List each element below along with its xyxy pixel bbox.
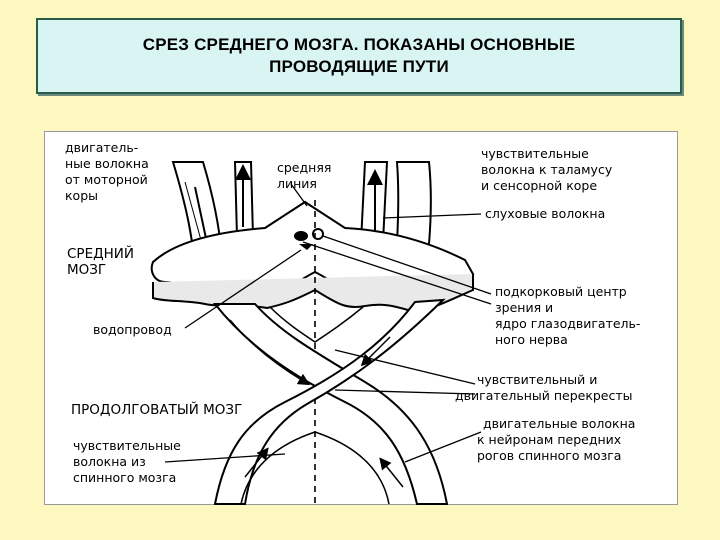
label-decussations: чувствительный и двигательный перекресты [455, 372, 633, 403]
midbrain-diagram: двигатель- ные волокна от моторной коры … [65, 140, 644, 505]
title-line-2: ПРОВОДЯЩИЕ ПУТИ [269, 57, 449, 76]
label-midbrain: СРЕДНИЙ МОЗГ [67, 244, 138, 278]
label-motor-anterior-horn: двигательные волокна к нейронам передних… [477, 416, 639, 463]
title-line-1: СРЕЗ СРЕДНЕГО МОЗГА. ПОКАЗАНЫ ОСНОВНЫЕ [142, 35, 576, 54]
label-medulla: ПРОДОЛГОВАТЫЙ МОЗГ [71, 400, 242, 418]
label-auditory: слуховые волокна [485, 206, 605, 221]
figure-panel: двигатель- ные волокна от моторной коры … [44, 131, 678, 505]
title-box: СРЕЗ СРЕДНЕГО МОЗГА. ПОКАЗАНЫ ОСНОВНЫЕ П… [36, 18, 682, 94]
label-midline: средняя линия [277, 160, 335, 191]
crossing-tracts [212, 298, 449, 505]
label-subcortical-center: подкорковый центр зрения и ядро глазодви… [495, 284, 644, 347]
label-aqueduct: водопровод [93, 322, 172, 337]
label-sensory-spinal: чувствительные волокна из спинного мозга [73, 438, 185, 485]
pointer-lines [164, 183, 492, 463]
label-sensory-thalamus: чувствительные волокна к таламусу и сенс… [481, 146, 616, 193]
label-motor-fibers: двигатель- ные волокна от моторной коры [65, 140, 153, 203]
midbrain-slab [150, 200, 475, 314]
